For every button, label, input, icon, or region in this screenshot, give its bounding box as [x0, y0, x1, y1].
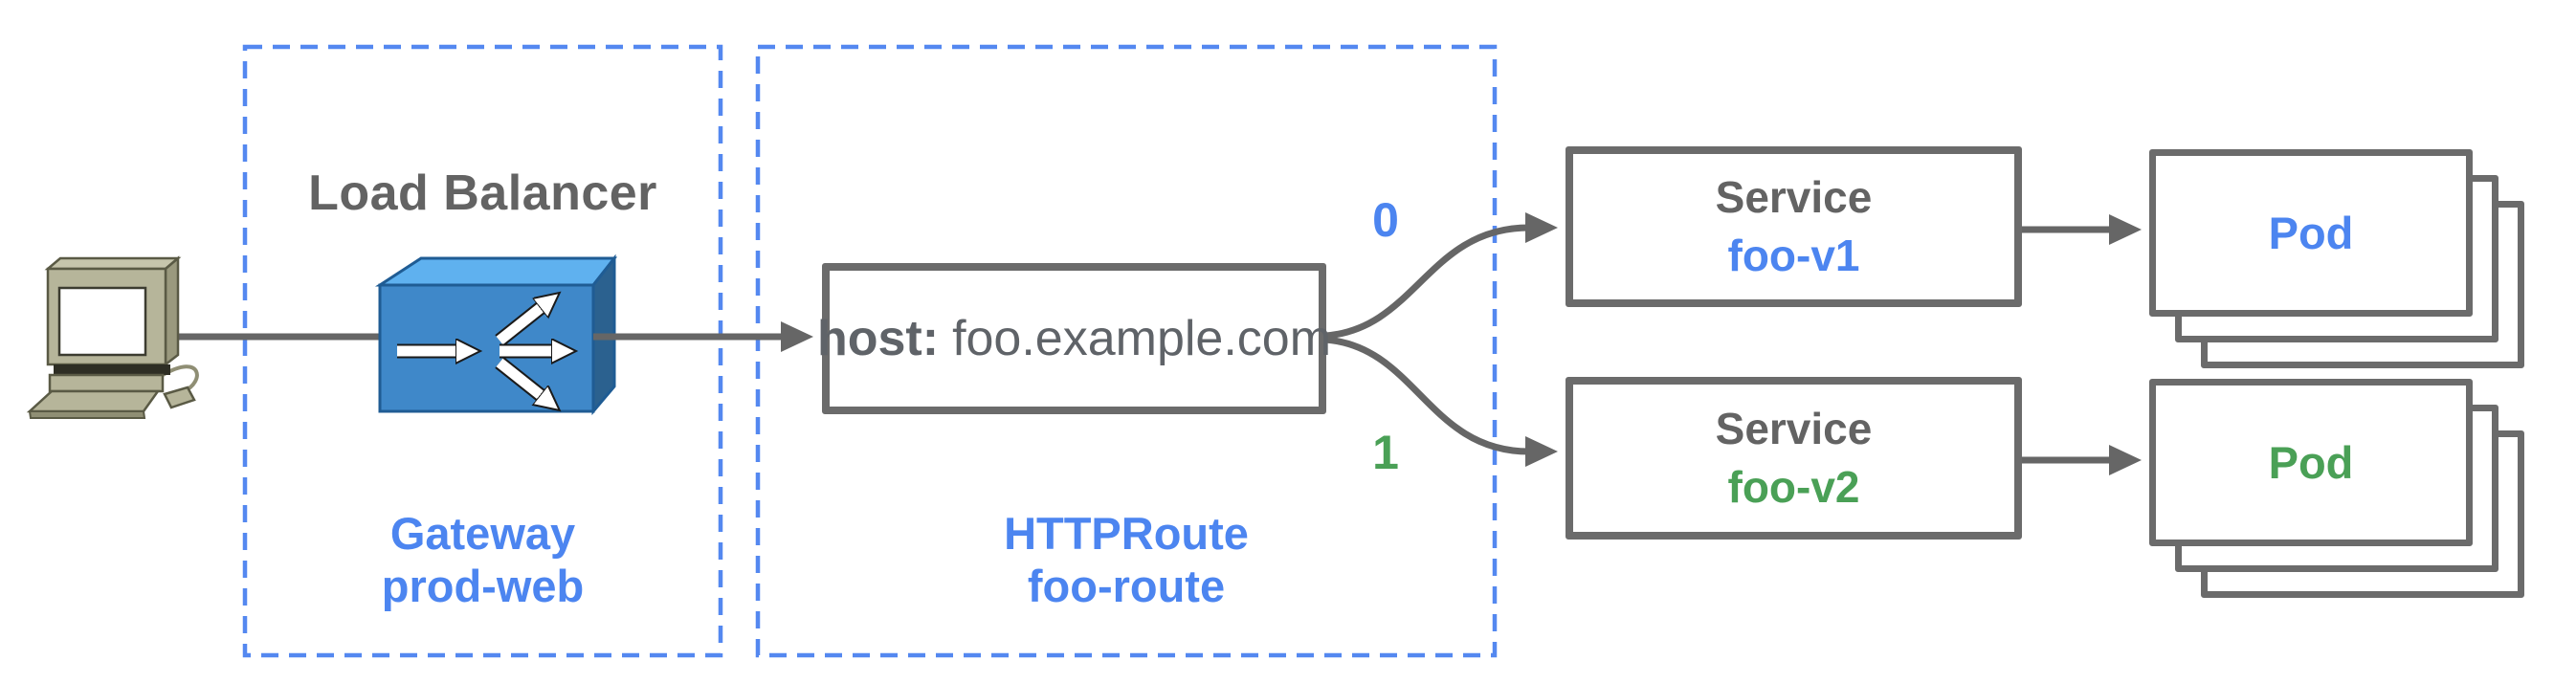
gateway-dashed-border: [242, 44, 723, 658]
gateway-caption-name: prod-web: [381, 561, 585, 612]
service-foo-v1-box: Service foo-v1: [1566, 146, 2022, 307]
service-foo-v2-box: Service foo-v2: [1566, 377, 2022, 540]
lb-arrow-out-down: [496, 358, 542, 396]
lb-top-face: [374, 256, 618, 287]
weight-label-0: 0: [1372, 193, 1399, 247]
monitor-side-face: [164, 255, 180, 367]
pod-v1-label: Pod: [2268, 208, 2354, 258]
lb-arrow-out-up: [496, 307, 542, 345]
load-balancer-title: Load Balancer: [308, 165, 657, 221]
keyboard-front-edge: [28, 410, 146, 419]
monitor-top-face: [44, 256, 182, 271]
monitor-shadow: [54, 364, 170, 375]
service-v2-name: foo-v2: [1727, 462, 1860, 512]
load-balancer-icon: [374, 253, 618, 416]
computer-base: [48, 373, 165, 393]
httproute-caption: HTTPRoute foo-route: [758, 507, 1495, 613]
pod-card-front: Pod: [2149, 149, 2473, 317]
host-rule-box: host:foo.example.com: [817, 263, 1331, 414]
mouse-cable: [162, 364, 199, 393]
gateway-caption-kind: Gateway: [389, 508, 576, 559]
fork-arrow-weight-0: [1324, 212, 1558, 340]
monitor-screen: [57, 286, 147, 357]
fork-arrow-weight-1: [1324, 336, 1558, 467]
host-key: host:: [816, 311, 940, 366]
service-v1-title: Service: [1715, 171, 1873, 222]
keyboard: [26, 389, 161, 413]
httproute-caption-kind: HTTPRoute: [1004, 508, 1249, 559]
host-value: foo.example.com: [952, 311, 1332, 366]
service-v2-title: Service: [1715, 403, 1873, 453]
httproute-dashed-border: [755, 44, 1498, 658]
service-v1-name: foo-v1: [1727, 231, 1860, 280]
client-computer-icon: [26, 255, 383, 419]
host-rule-text: host:foo.example.com: [817, 310, 1331, 367]
pod-v2-label: Pod: [2268, 437, 2354, 488]
mouse: [163, 386, 196, 409]
gateway-caption: Gateway prod-web: [245, 507, 721, 613]
pod-card-front: Pod: [2149, 379, 2473, 546]
httproute-caption-name: foo-route: [1027, 561, 1226, 612]
weight-label-1: 1: [1372, 426, 1399, 479]
